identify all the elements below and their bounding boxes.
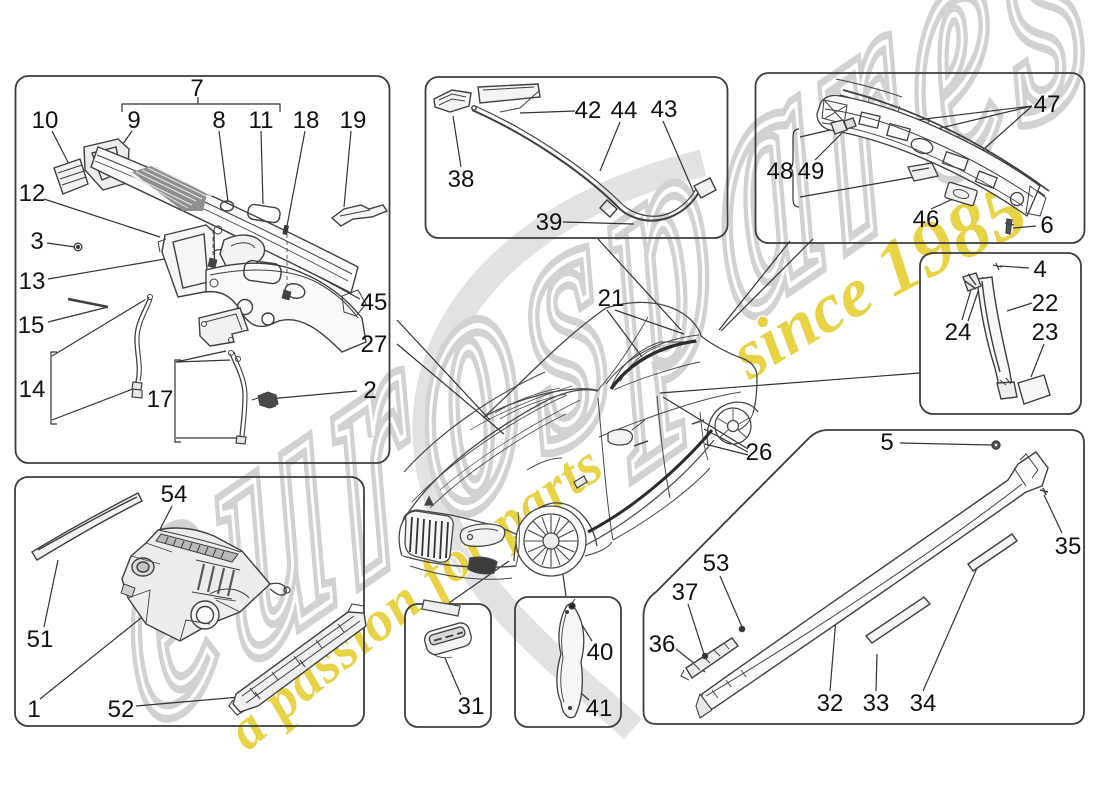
svg-text:40: 40	[587, 639, 614, 666]
svg-text:37: 37	[672, 579, 699, 606]
svg-text:15: 15	[18, 312, 45, 339]
svg-text:22: 22	[1032, 290, 1059, 317]
svg-text:17: 17	[147, 386, 174, 413]
svg-text:24: 24	[945, 319, 972, 346]
svg-text:52: 52	[108, 696, 135, 723]
svg-text:38: 38	[448, 166, 475, 193]
svg-text:36: 36	[649, 631, 676, 658]
svg-text:7: 7	[190, 75, 203, 102]
svg-text:48: 48	[767, 158, 794, 185]
svg-text:44: 44	[611, 97, 638, 124]
svg-text:31: 31	[458, 693, 485, 720]
svg-text:33: 33	[863, 690, 890, 717]
svg-text:11: 11	[249, 107, 274, 134]
svg-text:12: 12	[19, 180, 46, 207]
svg-text:21: 21	[598, 285, 625, 312]
svg-text:19: 19	[340, 107, 367, 134]
svg-text:8: 8	[212, 107, 225, 134]
svg-text:51: 51	[27, 626, 54, 653]
svg-text:34: 34	[910, 690, 937, 717]
svg-text:35: 35	[1055, 533, 1082, 560]
svg-text:27: 27	[361, 331, 388, 358]
svg-text:47: 47	[1034, 91, 1061, 118]
svg-text:13: 13	[19, 268, 46, 295]
svg-text:6: 6	[1040, 212, 1053, 239]
svg-text:18: 18	[293, 107, 320, 134]
svg-text:9: 9	[127, 107, 140, 134]
svg-text:46: 46	[913, 206, 940, 233]
svg-text:2: 2	[363, 377, 376, 404]
svg-text:10: 10	[32, 107, 59, 134]
svg-text:49: 49	[798, 158, 825, 185]
svg-text:23: 23	[1032, 319, 1059, 346]
svg-text:45: 45	[361, 289, 388, 316]
svg-text:53: 53	[703, 550, 730, 577]
svg-text:1: 1	[27, 696, 40, 723]
svg-text:14: 14	[19, 376, 46, 403]
svg-text:42: 42	[575, 97, 602, 124]
svg-text:3: 3	[30, 228, 43, 255]
svg-text:54: 54	[161, 481, 188, 508]
svg-text:32: 32	[817, 690, 844, 717]
svg-text:43: 43	[651, 96, 678, 123]
svg-text:5: 5	[880, 429, 893, 456]
svg-text:41: 41	[586, 695, 613, 722]
svg-text:4: 4	[1033, 256, 1046, 283]
svg-text:26: 26	[746, 439, 773, 466]
svg-text:39: 39	[536, 209, 563, 236]
